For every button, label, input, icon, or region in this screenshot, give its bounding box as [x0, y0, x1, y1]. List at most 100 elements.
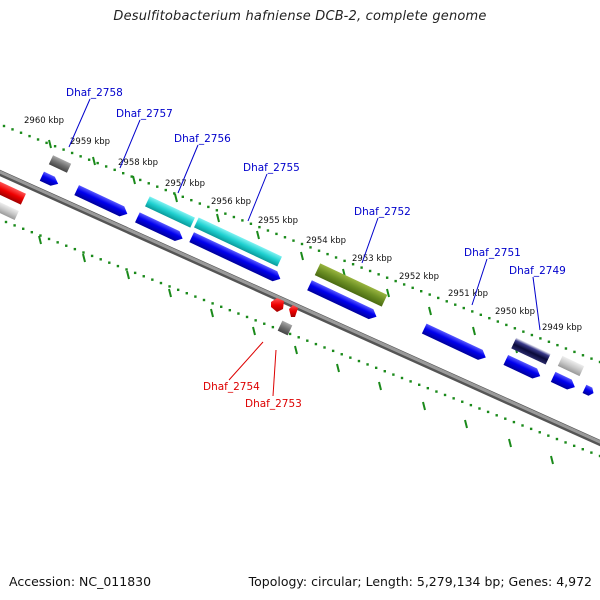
gene-dhaf-2756-block[interactable] [194, 217, 282, 267]
upper-tick-track-dot [471, 310, 474, 313]
upper-major-tick [132, 175, 136, 185]
lower-tick-track-dot [521, 424, 524, 427]
upper-tick-track-dot [394, 279, 397, 283]
upper-tick-track-dot [590, 357, 593, 360]
cds-arrow-dhaf-2757[interactable] [74, 185, 129, 219]
tracks-layer [0, 124, 600, 465]
gene-gray-small-block[interactable] [277, 320, 293, 336]
cds-arrow-dhaf-2751[interactable] [421, 323, 488, 363]
kbp-label: 2957 kbp [165, 179, 205, 189]
gene-label-dhaf-2755[interactable]: Dhaf_2755 [243, 162, 300, 174]
gene-label-dhaf-2749[interactable]: Dhaf_2749 [509, 265, 566, 277]
lower-tick-track-dot [297, 336, 300, 339]
lower-tick-track-dot [486, 410, 490, 414]
upper-tick-track-dot [411, 286, 414, 290]
gene-dhaf-2749-block-shape [511, 337, 551, 365]
upper-tick-track-dot [104, 165, 108, 168]
gene-red-edge-block[interactable] [0, 179, 26, 205]
gene-dhaf-2752-block[interactable] [314, 263, 388, 307]
gene-label-dhaf-2752[interactable]: Dhaf_2752 [354, 206, 411, 218]
lower-major-tick [550, 455, 554, 465]
lower-major-tick [210, 308, 214, 318]
upper-tick-track-dot [232, 215, 236, 219]
upper-tick-track-dot [113, 168, 116, 172]
lower-tick-track-dot [254, 319, 257, 322]
upper-tick-track-dot [28, 134, 31, 138]
upper-tick-track-dot [2, 124, 6, 128]
upper-tick-track-dot [300, 242, 304, 246]
lower-tick-track-dot [452, 397, 455, 400]
upper-tick-track-dot [266, 229, 270, 232]
gene-dhaf-2749-block[interactable] [511, 337, 551, 365]
lower-tick-track-dot [108, 261, 111, 264]
lower-tick-track-dot [263, 322, 266, 325]
upper-tick-track-dot [139, 178, 142, 182]
cds-arrow-dhaf-2750-shape [503, 354, 541, 379]
upper-tick-track-dot [70, 151, 74, 155]
topology-summary: Topology: circular; Length: 5,279,134 bp… [248, 574, 592, 589]
lower-tick-track-dot [366, 363, 369, 366]
lower-tick-track-dot [564, 441, 567, 444]
upper-tick-track-dot [215, 209, 219, 212]
upper-tick-track-dot [377, 273, 380, 276]
lower-tick-track-dot [538, 431, 541, 434]
cds-arrow-edge[interactable] [582, 384, 596, 397]
map-title: Desulfitobacterium hafniense DCB-2, comp… [113, 9, 487, 24]
gene-dhaf-2758-block[interactable] [48, 155, 72, 173]
upper-tick-track-dot [96, 161, 99, 165]
lower-tick-track-dot [65, 244, 68, 247]
upper-tick-track-dot [368, 269, 372, 273]
cds-arrow-dhaf-2752[interactable] [307, 280, 379, 321]
upper-tick-track-dot [292, 239, 295, 242]
lower-tick-track-dot [314, 342, 318, 346]
upper-tick-track-dot [513, 327, 517, 330]
upper-tick-track-dot [556, 343, 559, 347]
gene-dhaf-2753-block[interactable] [289, 305, 298, 317]
gene-label-dhaf-2753[interactable]: Dhaf_2753 [245, 398, 302, 410]
upper-tick-track-dot [505, 323, 508, 327]
gene-dhaf-2754-block[interactable] [271, 298, 284, 312]
cds-arrow-dhaf-2749[interactable] [550, 371, 577, 392]
upper-tick-track-dot [198, 202, 202, 205]
cds-arrow-edge-shape [582, 384, 594, 396]
upper-tick-track-dot [130, 175, 133, 178]
upper-tick-track-dot [190, 198, 193, 202]
upper-tick-track-dot [351, 263, 355, 266]
cds-arrow-dhaf-2749-shape [550, 371, 575, 390]
lower-tick-track-dot [202, 298, 206, 302]
gene-label-dhaf-2751[interactable]: Dhaf_2751 [464, 247, 521, 259]
lower-tick-track-dot [418, 383, 421, 386]
lower-tick-track-dot [435, 390, 438, 393]
upper-tick-track-dot [19, 131, 23, 134]
cds-arrow-dhaf-2750[interactable] [503, 354, 542, 381]
lower-tick-track-dot [237, 312, 240, 315]
cds-arrow-dhaf-2758-shape [39, 171, 59, 186]
gene-label-dhaf-2756[interactable]: Dhaf_2756 [174, 133, 231, 145]
gene-label-dhaf-2754[interactable]: Dhaf_2754 [203, 381, 260, 393]
kbp-label: 2953 kbp [352, 254, 392, 264]
gene-dhaf-2757-block[interactable] [145, 196, 195, 228]
upper-tick-track-dot [36, 138, 40, 141]
lower-major-tick [126, 270, 130, 280]
upper-tick-track-dot [241, 219, 244, 222]
upper-tick-track-dot [530, 333, 534, 337]
gene-leader-line [177, 144, 199, 194]
cds-arrow-dhaf-2755[interactable] [189, 232, 282, 284]
lower-tick-track-dot [90, 254, 94, 258]
upper-tick-track-dot [360, 266, 363, 269]
gene-label-dhaf-2758[interactable]: Dhaf_2758 [66, 87, 123, 99]
lower-tick-track-dot [323, 346, 326, 349]
upper-major-tick [174, 193, 178, 203]
lower-tick-track-dot [73, 247, 77, 251]
gene-rrna-block[interactable] [557, 355, 585, 377]
gene-leader-line [471, 258, 488, 306]
backbone-highlight [0, 170, 600, 444]
cds-arrow-dhaf-2758[interactable] [39, 171, 61, 189]
gene-light-edge-block[interactable] [0, 199, 19, 221]
cds-arrow-dhaf-2757b[interactable] [135, 212, 185, 243]
gene-label-dhaf-2757[interactable]: Dhaf_2757 [116, 108, 173, 120]
lower-tick-track-dot [581, 448, 584, 451]
cds-arrow-dhaf-2752-shape [307, 280, 377, 320]
upper-tick-track-dot [87, 158, 91, 161]
lower-major-tick [464, 419, 468, 429]
